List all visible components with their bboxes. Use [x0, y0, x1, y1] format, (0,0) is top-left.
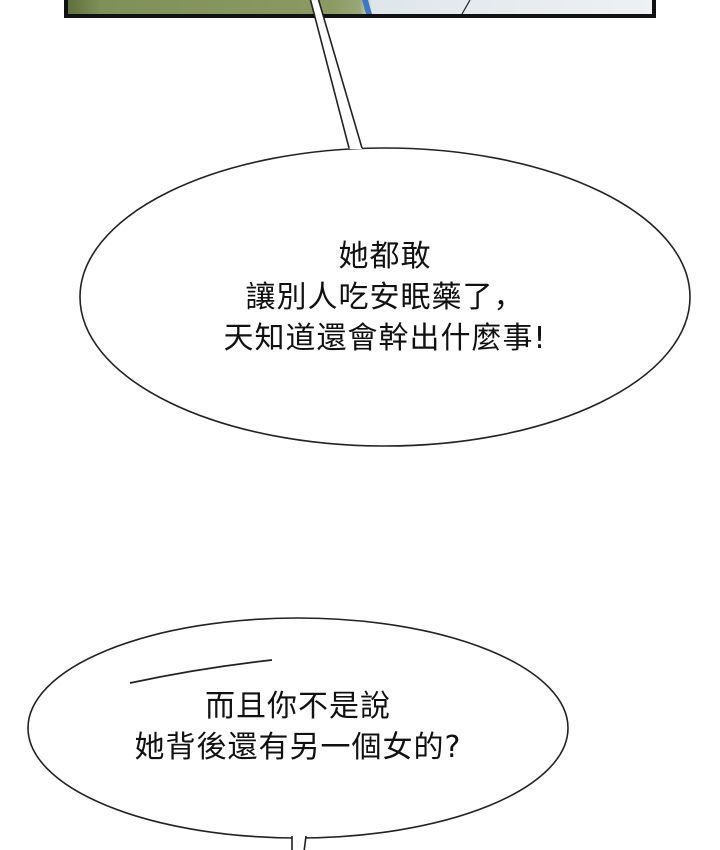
bubble-2-line-1: 而且你不是說 — [205, 689, 391, 724]
bubble-2-tail — [292, 836, 306, 850]
previous-panel-strip — [64, 0, 656, 18]
bubble-1-line-2: 讓別人吃安眠藥了， — [245, 280, 525, 315]
bubble-1-text: 她都敢 讓別人吃安眠藥了， 天知道還會幹出什麼事! — [0, 236, 720, 359]
speech-bubble-1 — [79, 0, 691, 447]
bubble-1-line-3: 天知道還會幹出什麼事! — [223, 321, 547, 356]
bubble-2-line-2: 她背後還有另一個女的? — [134, 730, 462, 765]
brush-stroke-detail — [129, 659, 273, 684]
bubble-2-text: 而且你不是說 她背後還有另一個女的? — [0, 686, 596, 768]
bubble-1-tail — [310, 0, 362, 149]
speech-bubble-2 — [27, 617, 569, 850]
bubble-1-line-1: 她都敢 — [338, 239, 432, 274]
blue-stroke-detail — [362, 0, 372, 14]
